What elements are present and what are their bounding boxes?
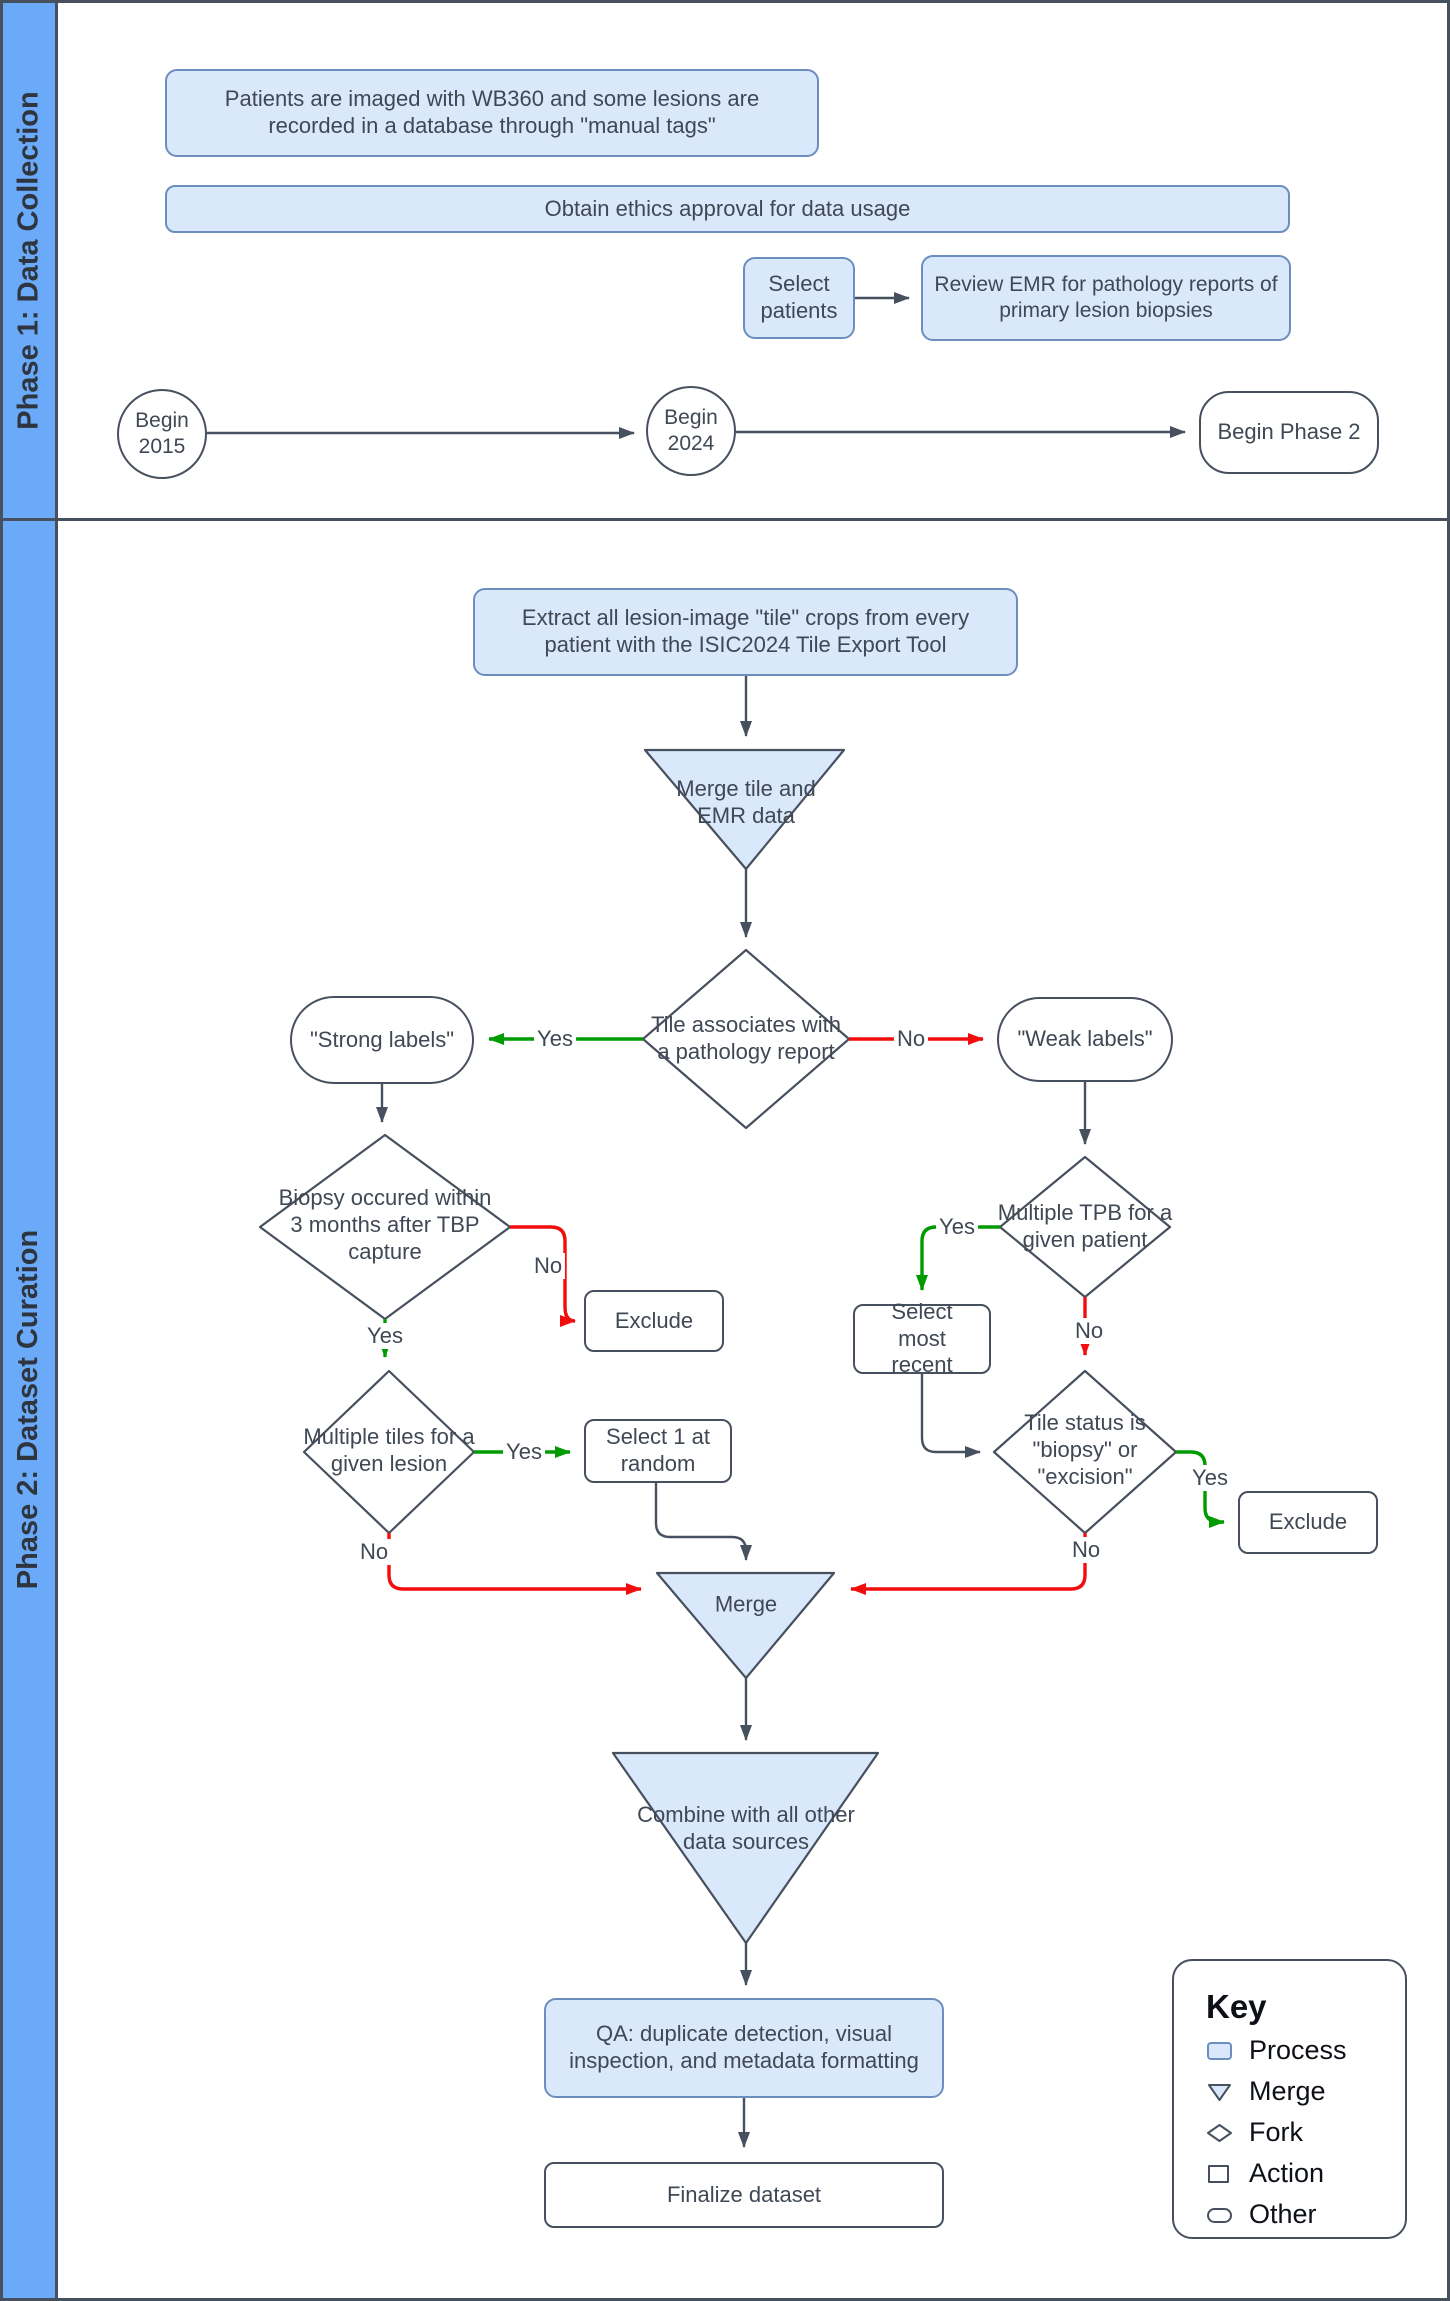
phase1-lane-label: Phase 1: Data Collection <box>12 91 45 430</box>
edge-select-random-to-merge <box>654 1483 752 1561</box>
legend-title: Key <box>1206 1988 1267 2025</box>
action-exclude-right: Exclude <box>1238 1491 1378 1554</box>
edge-label-no: No <box>530 1253 566 1279</box>
action-exclude-left: Exclude <box>584 1290 724 1352</box>
combine-sources-label: Combine with all other data sources <box>637 1802 855 1854</box>
multiple-tpb-label: Multiple TPB for a given patient <box>997 1200 1173 1252</box>
edge-label-no: No <box>1068 1537 1104 1563</box>
other-begin-2024: Begin 2024 <box>646 386 736 476</box>
other-weak-labels: "Weak labels" <box>997 997 1173 1082</box>
process-patients-imaged: Patients are imaged with WB360 and some … <box>165 69 819 157</box>
edge-label-no: No <box>356 1539 392 1565</box>
edge-label-no: No <box>1071 1318 1107 1344</box>
process-select-patients: Select patients <box>743 257 855 339</box>
phase2-lane-header: Phase 2: Dataset Curation <box>3 521 58 2298</box>
merge-label: Merge <box>714 1591 778 1617</box>
phase1-lane-header: Phase 1: Data Collection <box>3 3 58 518</box>
tile-associates-label: Tile associates with a pathology report <box>651 1012 841 1064</box>
edge-label-no: No <box>893 1026 929 1052</box>
legend-item-label: Other <box>1249 2199 1317 2229</box>
legend-item-label: Merge <box>1249 2076 1326 2106</box>
legend-item-process: Process <box>1206 2035 1347 2066</box>
edge-no-status-to-merge <box>850 1533 1087 1595</box>
process-review-emr: Review EMR for pathology reports of prim… <box>921 255 1291 341</box>
edge-label-yes: Yes <box>1189 1465 1231 1491</box>
legend-item-action: Action <box>1206 2158 1324 2189</box>
edge-label-yes: Yes <box>503 1439 545 1465</box>
fork-icon <box>1207 2123 1232 2142</box>
phase2-lane-label: Phase 2: Dataset Curation <box>12 1229 45 1590</box>
process-obtain-ethics: Obtain ethics approval for data usage <box>165 185 1290 233</box>
action-finalize-dataset: Finalize dataset <box>544 2162 944 2228</box>
legend-box <box>1172 1959 1407 2239</box>
connector-layer <box>207 292 1225 2148</box>
edge-label-yes: Yes <box>534 1026 576 1052</box>
merge-triangle <box>655 1571 836 1680</box>
action-icon <box>1208 2164 1229 2183</box>
other-icon <box>1207 2207 1232 2223</box>
other-strong-labels: "Strong labels" <box>290 996 474 1084</box>
legend-item-label: Process <box>1249 2035 1347 2065</box>
legend-item-label: Action <box>1249 2158 1325 2188</box>
action-select-1-random: Select 1 at random <box>584 1419 732 1483</box>
other-begin-phase2: Begin Phase 2 <box>1199 391 1379 474</box>
multiple-tiles-label: Multiple tiles for a given lesion <box>303 1424 475 1476</box>
tile-status-label: Tile status is "biopsy" or "excision" <box>1024 1409 1146 1489</box>
process-icon <box>1207 2041 1232 2060</box>
merge-tile-emr-label: Merge tile and EMR data <box>676 776 816 828</box>
biopsy-3-months-label: Biopsy occured within 3 months after TBP… <box>278 1184 492 1264</box>
merge-icon <box>1208 2083 1231 2101</box>
phase-divider <box>3 518 1447 521</box>
process-extract-tiles: Extract all lesion-image "tile" crops fr… <box>473 588 1018 676</box>
edge-select-recent-to-tile-status <box>920 1374 981 1458</box>
action-select-most-recent: Select most recent <box>853 1299 991 1377</box>
edge-no-tiles-to-merge <box>387 1533 642 1595</box>
other-begin-2015: Begin 2015 <box>117 389 207 479</box>
legend-item-fork: Fork <box>1206 2117 1303 2148</box>
edge-label-yes: Yes <box>364 1323 406 1349</box>
legend-item-other: Other <box>1206 2199 1317 2230</box>
legend-item-label: Fork <box>1249 2117 1303 2147</box>
process-qa: QA: duplicate detection, visual inspecti… <box>544 1998 944 2098</box>
edge-label-yes: Yes <box>936 1214 978 1240</box>
legend-item-merge: Merge <box>1206 2076 1326 2107</box>
